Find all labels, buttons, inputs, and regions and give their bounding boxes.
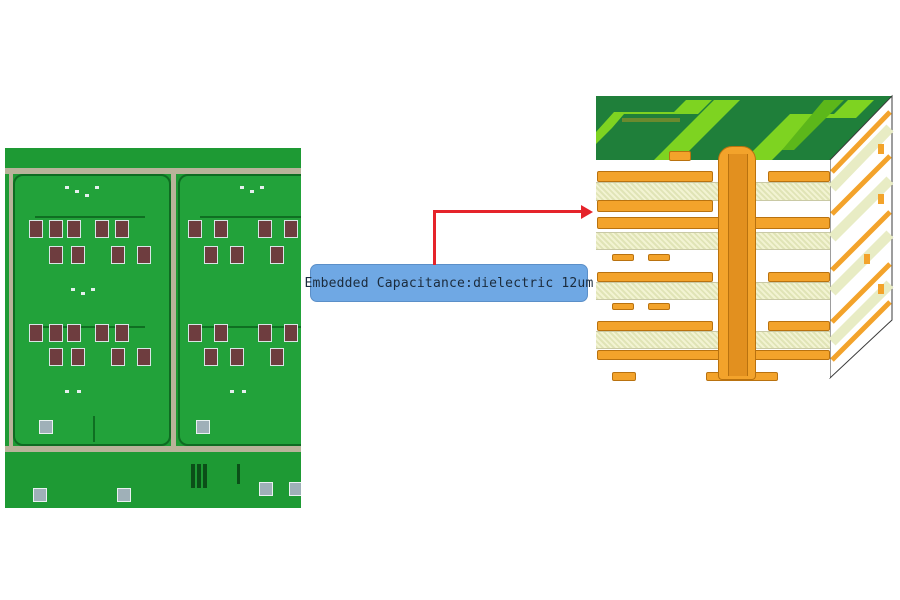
pad [65, 186, 69, 189]
copper-pad-bottom [612, 372, 636, 381]
fiducial-pad [117, 488, 131, 502]
arrow-stem-vertical [433, 210, 436, 265]
copper-layer-6 [597, 350, 830, 360]
trace [93, 416, 95, 442]
component [284, 324, 298, 342]
component [188, 324, 202, 342]
component [214, 220, 228, 238]
component [49, 324, 63, 342]
copper-layer-3 [597, 217, 830, 229]
component [49, 348, 63, 366]
component [230, 348, 244, 366]
fiducial-pad [39, 420, 53, 434]
component [258, 220, 272, 238]
component [115, 220, 129, 238]
component [67, 324, 81, 342]
component [29, 220, 43, 238]
pcb-cross-section [594, 94, 900, 386]
trace [203, 464, 207, 488]
arrow-head-icon [581, 205, 593, 219]
trace [35, 326, 145, 328]
copper-layer-2 [597, 200, 713, 212]
component [95, 324, 109, 342]
trace [200, 216, 301, 218]
component [284, 220, 298, 238]
pad [240, 186, 244, 189]
component [49, 220, 63, 238]
trace [197, 464, 201, 488]
component [95, 220, 109, 238]
copper-pad [612, 303, 634, 310]
trace [200, 326, 301, 328]
via-barrel [728, 154, 748, 376]
copper-layer-1-right [768, 171, 830, 182]
copper-layer-4-right [768, 272, 830, 282]
component [188, 220, 202, 238]
pad [250, 190, 254, 193]
fiducial-pad [196, 420, 210, 434]
trace [35, 216, 145, 218]
pad [65, 390, 69, 393]
component [67, 220, 81, 238]
fiducial-pad [289, 482, 301, 496]
component [230, 246, 244, 264]
pad [85, 194, 89, 197]
pad [81, 292, 85, 295]
copper-layer-5-left [597, 321, 713, 331]
arrow-stem-horizontal [433, 210, 583, 213]
pad [242, 390, 246, 393]
component [29, 324, 43, 342]
callout-text: Embedded Capacitance:dielectric 12um [304, 275, 594, 291]
component [137, 348, 151, 366]
dielectric-layer-3 [596, 282, 830, 300]
copper-pad [648, 303, 670, 310]
board-panel-left [13, 174, 171, 446]
pad [95, 186, 99, 189]
pad [71, 288, 75, 291]
panel-rail-top [5, 168, 301, 174]
dielectric-layer-4 [596, 331, 830, 349]
component [137, 246, 151, 264]
copper-pad [612, 254, 634, 261]
component [204, 348, 218, 366]
component [111, 348, 125, 366]
pcb-photo [5, 148, 301, 508]
component [270, 348, 284, 366]
dielectric-layer-1 [596, 182, 830, 201]
component [71, 246, 85, 264]
trace [237, 464, 240, 484]
fiducial-pad [33, 488, 47, 502]
component [270, 246, 284, 264]
pad [260, 186, 264, 189]
component [115, 324, 129, 342]
copper-pad [669, 151, 691, 161]
component [71, 348, 85, 366]
pad [75, 190, 79, 193]
copper-layer-4-left [597, 272, 713, 282]
component [258, 324, 272, 342]
trace [191, 464, 195, 488]
dielectric-layer-2 [596, 232, 830, 250]
pad [77, 390, 81, 393]
panel-rail-middle [171, 168, 176, 452]
pad [91, 288, 95, 291]
copper-pad [648, 254, 670, 261]
callout-label: Embedded Capacitance:dielectric 12um [305, 264, 593, 302]
copper-layer-5-right [768, 321, 830, 331]
component [214, 324, 228, 342]
component [204, 246, 218, 264]
component [111, 246, 125, 264]
pad [230, 390, 234, 393]
component [49, 246, 63, 264]
panel-rail-left [9, 168, 13, 452]
copper-layer-1-left [597, 171, 713, 182]
board-panel-right [178, 174, 301, 446]
panel-rail-bottom [5, 446, 301, 452]
fiducial-pad [259, 482, 273, 496]
